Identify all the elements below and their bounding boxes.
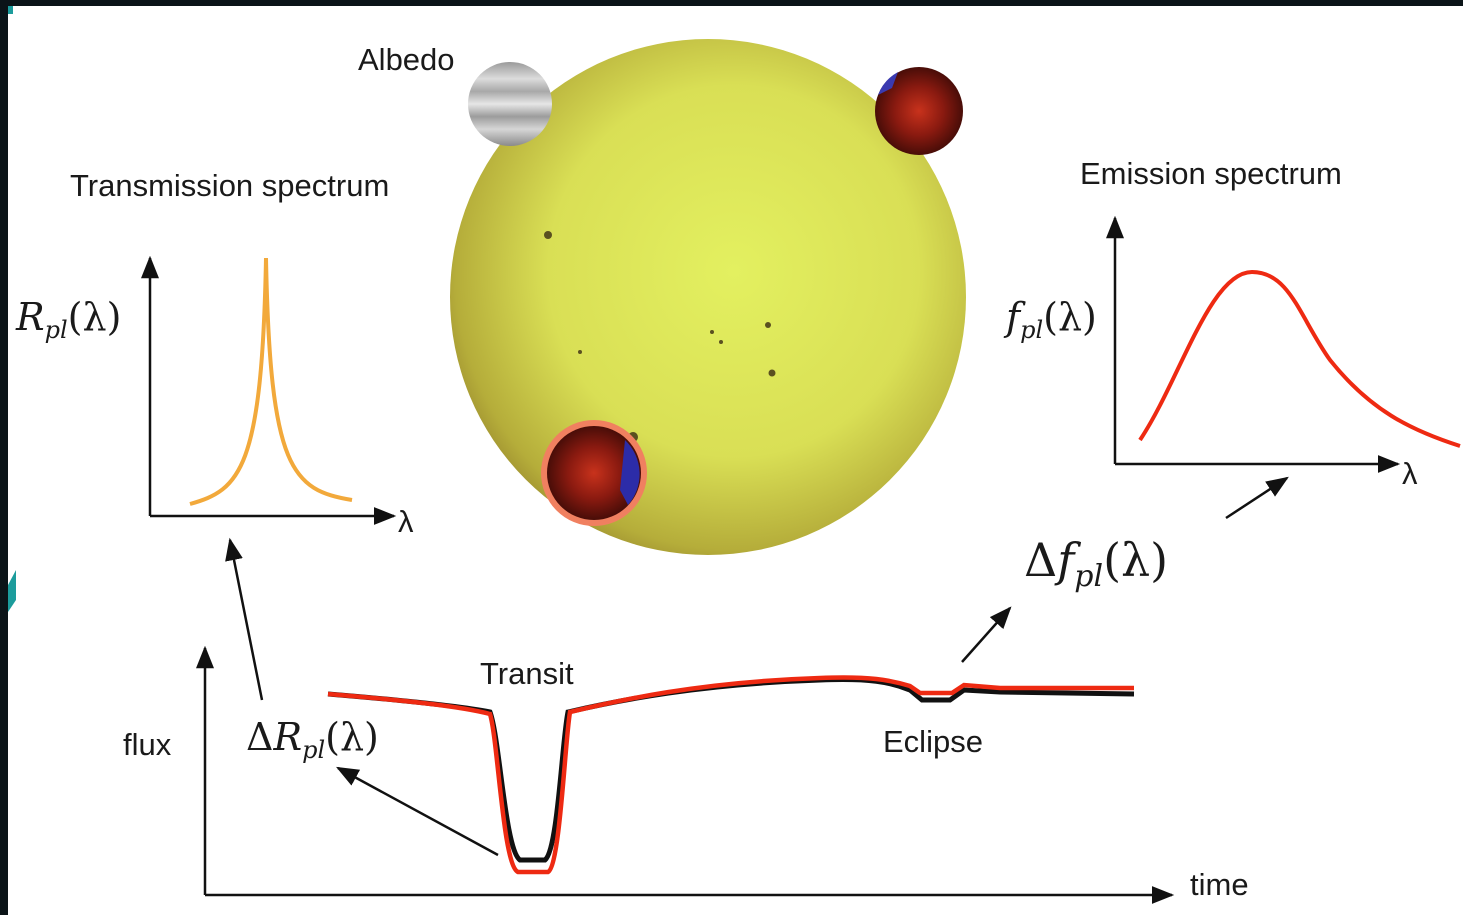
delta-rpl-label: ΔRpl(λ) (246, 715, 379, 764)
eclipse-label: Eclipse (883, 724, 983, 759)
transmission-curve (189, 257, 353, 506)
lightcurve-axes (196, 645, 1175, 904)
emission-spectrum-title: Emission spectrum (1080, 156, 1342, 191)
flux-axis-label: flux (123, 727, 172, 762)
albedo-label: Albedo (358, 42, 455, 77)
arrow-deltaF-to-emission (1225, 476, 1289, 520)
lightcurve-red (327, 675, 1134, 875)
emission-axes (1106, 215, 1401, 473)
emission-curve (1138, 269, 1461, 448)
rpl-axis-label: Rpl(λ) (15, 295, 121, 344)
delta-fpl-label: Δfpl(λ) (1024, 533, 1168, 594)
teal-accent-left (8, 570, 16, 612)
emission-lambda-label: λ (1402, 456, 1418, 491)
albedo-planet (468, 62, 552, 146)
arrow-deltaR-to-transmission (225, 537, 264, 701)
transit-planet-limb (620, 440, 640, 505)
eclipse-planet (875, 67, 963, 155)
eclipse-planet-limb (878, 72, 898, 95)
transit-label: Transit (480, 656, 574, 691)
annotation-arrows (225, 476, 1289, 857)
time-axis-label: time (1190, 867, 1249, 902)
transmission-lambda-label: λ (398, 504, 414, 539)
transit-planet (547, 426, 641, 520)
teal-accent-top (8, 6, 13, 14)
arrow-transit-to-deltaR (336, 766, 499, 857)
arrow-eclipse-to-deltaF (961, 606, 1012, 663)
transmission-spectrum-title: Transmission spectrum (70, 168, 389, 203)
fpl-axis-label: fpl(λ) (1003, 295, 1097, 344)
left-frame-edge (0, 0, 8, 915)
top-frame-edge (0, 0, 1463, 6)
transmission-axes (141, 255, 397, 525)
